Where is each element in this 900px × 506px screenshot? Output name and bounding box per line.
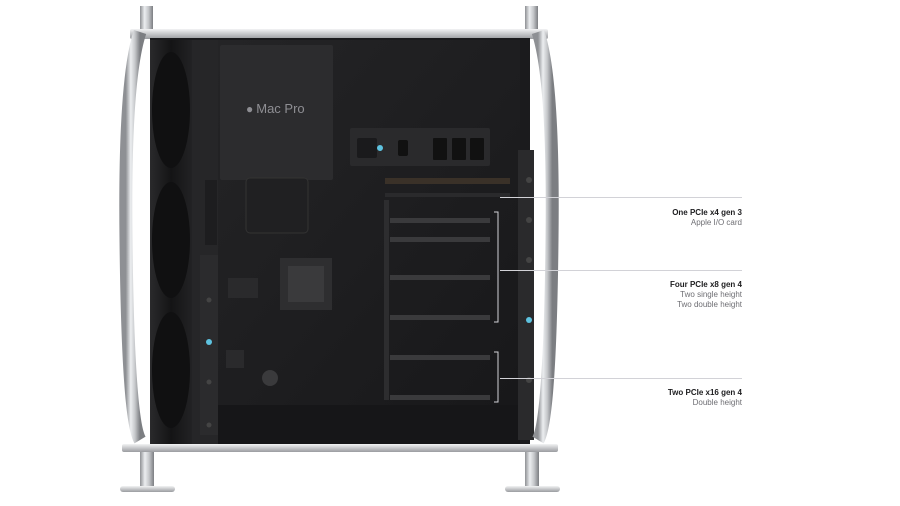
- callout-pcie-x16: Two PCIe x16 gen 4 Double height: [668, 388, 742, 408]
- callout-line: Two double height: [677, 300, 742, 309]
- bracket-x8: [494, 211, 499, 323]
- handle-post-right-top: [525, 6, 538, 32]
- brand-label: ● Mac Pro: [246, 101, 305, 117]
- foot-left: [140, 452, 154, 488]
- callout-title: One PCIe x4 gen 3: [672, 208, 742, 217]
- callout-pcie-x4: One PCIe x4 gen 3 Apple I/O card: [672, 208, 742, 228]
- guide-line-x4: [500, 197, 742, 198]
- top-frame: [130, 29, 548, 39]
- product-name: Mac Pro: [256, 101, 305, 116]
- bottom-panel: [218, 405, 520, 445]
- handle-right: [531, 29, 559, 444]
- rear-bracket: [518, 150, 534, 440]
- callout-line: Double height: [692, 398, 742, 407]
- callout-title: Four PCIe x8 gen 4: [669, 280, 742, 289]
- callout-line: Two single height: [680, 290, 742, 299]
- bottom-frame: [122, 444, 558, 452]
- guide-line-x8: [500, 270, 742, 271]
- bracket-x16: [494, 351, 499, 403]
- callout-title: Two PCIe x16 gen 4: [667, 388, 742, 397]
- cpu-shroud: [220, 45, 333, 180]
- callout-pcie-x8: Four PCIe x8 gen 4 Two single height Two…: [670, 280, 742, 310]
- foot-right: [525, 452, 539, 488]
- handle-post-left-top: [140, 6, 153, 32]
- guide-line-x16: [500, 378, 742, 379]
- apple-logo-icon: ●: [246, 102, 254, 116]
- handle-left: [119, 29, 147, 444]
- callout-line: Apple I/O card: [690, 218, 742, 227]
- pcie-slots: [384, 178, 510, 400]
